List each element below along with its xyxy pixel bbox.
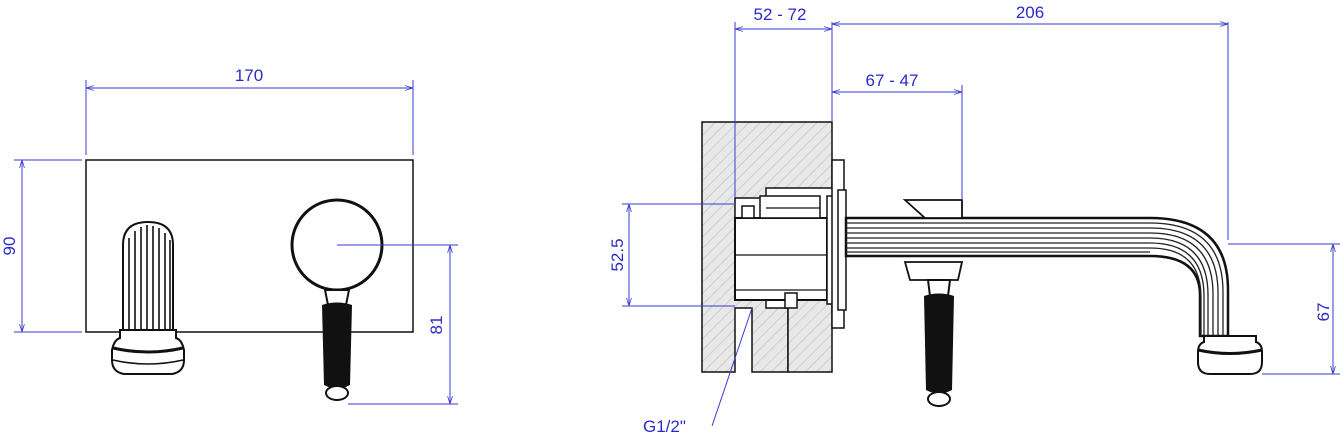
dim-front-height: 90 <box>0 159 82 333</box>
dim-body-range: 67 - 47 <box>832 71 963 200</box>
front-lever-height-label: 81 <box>427 316 446 335</box>
body-range-label: 67 - 47 <box>866 71 919 90</box>
thread-label: G1/2" <box>643 417 686 436</box>
front-height-label: 90 <box>0 237 19 256</box>
dim-spout-height: 67 <box>1228 243 1340 375</box>
dim-wall-range: 52 - 72 <box>734 5 833 198</box>
spout <box>844 216 1263 375</box>
side-lever <box>924 279 954 407</box>
front-lever <box>322 289 352 401</box>
thread-callout: G1/2" <box>643 307 753 436</box>
dim-inlet-spacing: 52.5 <box>608 203 735 307</box>
front-fluted-pillar <box>111 220 185 375</box>
spout-height-label: 67 <box>1314 303 1333 322</box>
dim-spout-length: 206 <box>832 3 1229 240</box>
wall-range-label: 52 - 72 <box>754 5 807 24</box>
dim-front-lever-height: 81 <box>337 244 458 405</box>
front-width-label: 170 <box>235 66 263 85</box>
front-view: 170 90 81 <box>0 66 458 405</box>
side-handle-collar <box>902 199 964 281</box>
spout-length-label: 206 <box>1016 3 1044 22</box>
dim-front-width: 170 <box>85 66 414 155</box>
inlet-spacing-label: 52.5 <box>608 238 627 271</box>
wall-block <box>787 299 833 373</box>
valve-body <box>734 159 847 329</box>
side-view: 52 - 72 206 67 - 47 52.5 67 <box>608 3 1340 436</box>
